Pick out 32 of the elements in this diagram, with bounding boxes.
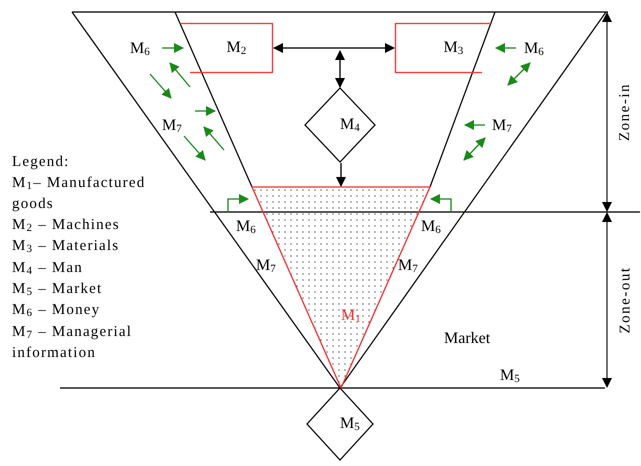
legend-entry: M$_{1}$– Manufactured goods [12,174,146,214]
legend-entry: M$_{6}$ – Money [12,301,102,321]
process-box [395,23,492,73]
node-label: M$_{5}$ [340,415,360,433]
legend-entry: M$_{3}$ – Materials [12,237,120,257]
node-label: M$_{1}$ [341,306,361,325]
legend-entry: M$_{5}$ – Market [12,280,104,300]
flow-label: M$_{5}$ [500,367,520,385]
flow-label: M$_{7}$ [398,257,418,275]
arrow [273,43,395,53]
zone-label: Zone-in [616,83,634,141]
flow-label: M$_{6}$ [421,218,441,236]
flow-label: M$_{7}$ [256,257,276,275]
node-label: M$_{2}$ [226,39,246,57]
flow-label: M$_{6}$ [130,40,150,58]
node-label: M$_{4}$ [340,116,360,134]
decision-diamond [305,88,375,162]
legend-entry: M$_{7}$ – Managerial information [12,323,134,363]
process-box [180,23,273,73]
flow-label: M$_{6}$ [236,218,256,236]
legend-entry: M$_{2}$ – Machines [12,216,121,236]
arrow [335,50,345,88]
arrow [336,163,346,187]
region-label: Market [444,330,490,348]
flow-label: M$_{6}$ [524,40,544,58]
legend-title: Legend: [12,153,71,172]
legend-entry: M$_{4}$ – Man [12,259,84,279]
flow-label: M$_{7}$ [162,117,182,135]
decision-diamond [307,388,373,460]
node-label: M$_{3}$ [444,39,464,57]
zone-label: Zone-out [616,266,634,334]
flow-label: M$_{7}$ [492,117,512,135]
